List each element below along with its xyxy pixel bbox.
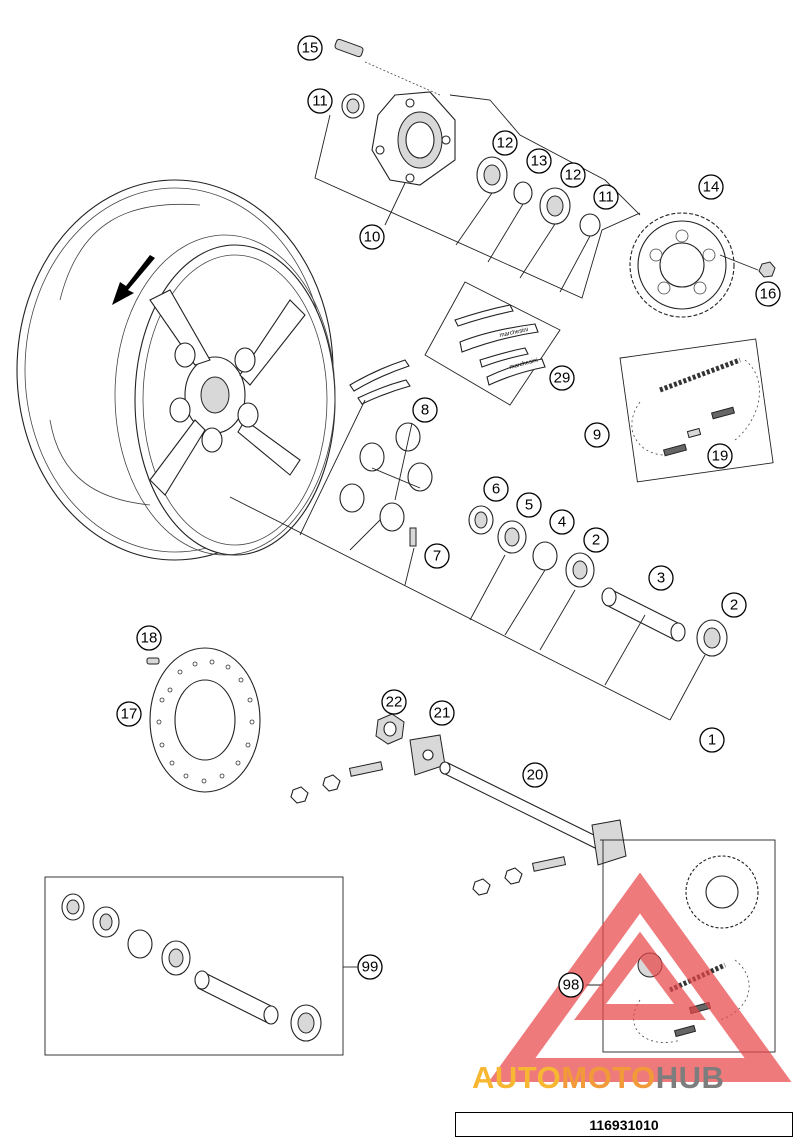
sprocket-carrier-part — [371, 91, 456, 186]
disc-screw-part — [146, 657, 160, 665]
callout-18: 18 — [136, 625, 162, 651]
callout-99: 99 — [357, 954, 383, 980]
part-number-text: 116931010 — [589, 1116, 659, 1133]
svg-text:7: 7 — [433, 548, 441, 565]
svg-text:13: 13 — [531, 153, 548, 170]
svg-text:11: 11 — [598, 189, 614, 206]
callout-5: 5 — [516, 492, 542, 518]
svg-text:4: 4 — [558, 514, 566, 531]
svg-text:99: 99 — [362, 959, 379, 976]
axle-nut-part — [375, 713, 405, 745]
callout-8: 8 — [412, 397, 438, 423]
callout-14: 14 — [698, 174, 724, 200]
valve-part — [334, 38, 441, 96]
rear-axle-part — [439, 761, 627, 866]
callout-12: 12 — [492, 130, 518, 156]
decal-text: marchesini — [499, 327, 529, 339]
svg-text:17: 17 — [121, 706, 138, 723]
brake-disc-part — [149, 647, 261, 793]
callout-21: 21 — [429, 700, 455, 726]
callout-6: 6 — [483, 476, 509, 502]
hub-seals-part — [468, 505, 595, 588]
svg-text:8: 8 — [421, 402, 429, 419]
small-screw-part — [409, 527, 417, 547]
callout-9: 9 — [584, 422, 610, 448]
bushing-part — [341, 93, 365, 119]
svg-text:12: 12 — [497, 135, 514, 152]
callout-19: 19 — [707, 443, 733, 469]
callout-12: 12 — [560, 162, 586, 188]
spacer-tube-part — [601, 587, 686, 642]
bearing-kit-part — [61, 893, 322, 1042]
svg-text:21: 21 — [434, 705, 451, 722]
watermark-text: AUTOMOTOHUB — [472, 1060, 725, 1095]
callout-20: 20 — [522, 762, 548, 788]
svg-text:12: 12 — [565, 167, 582, 184]
callout-2: 2 — [721, 592, 747, 618]
decal-set-part: marchesini marchesini — [424, 281, 561, 406]
drive-chain-part — [631, 357, 760, 457]
callout-11: 11 — [593, 184, 619, 210]
svg-text:16: 16 — [760, 286, 777, 303]
svg-text:2: 2 — [730, 597, 738, 614]
callout-10: 10 — [359, 224, 385, 250]
svg-text:14: 14 — [703, 179, 720, 196]
svg-text:19: 19 — [712, 448, 729, 465]
callout-3: 3 — [648, 565, 674, 591]
svg-text:10: 10 — [364, 229, 381, 246]
part-number-label: 116931010 — [455, 1112, 793, 1137]
svg-text:15: 15 — [302, 40, 319, 57]
callout-4: 4 — [549, 509, 575, 535]
callout-17: 17 — [116, 701, 142, 727]
svg-text:1: 1 — [708, 732, 716, 749]
callout-16: 16 — [755, 281, 781, 307]
callout-11: 11 — [307, 88, 333, 114]
rotation-arrow-icon — [112, 255, 155, 305]
svg-text:6: 6 — [492, 481, 500, 498]
wheel-bearing-part — [696, 619, 728, 657]
sprocket-nut-part — [758, 261, 776, 278]
svg-text:98: 98 — [563, 977, 580, 994]
svg-text:29: 29 — [554, 370, 571, 387]
svg-text:5: 5 — [525, 497, 533, 514]
rear-wheel-rim — [16, 179, 336, 561]
adjuster-screws-part — [290, 761, 567, 896]
svg-text:9: 9 — [593, 427, 601, 444]
callout-98: 98 — [558, 972, 584, 998]
callout-2: 2 — [583, 527, 609, 553]
rear-sprocket-part — [629, 212, 735, 318]
svg-text:20: 20 — [527, 767, 544, 784]
callout-29: 29 — [549, 365, 575, 391]
hub-bushings-part — [339, 422, 433, 532]
svg-text:18: 18 — [141, 630, 158, 647]
svg-text:11: 11 — [312, 93, 328, 110]
svg-text:2: 2 — [592, 532, 600, 549]
callout-15: 15 — [297, 35, 323, 61]
svg-text:3: 3 — [657, 570, 665, 587]
callout-7: 7 — [424, 543, 450, 569]
callout-22: 22 — [381, 689, 407, 715]
svg-text:22: 22 — [386, 694, 403, 711]
callout-1: 1 — [699, 727, 725, 753]
callout-13: 13 — [526, 148, 552, 174]
